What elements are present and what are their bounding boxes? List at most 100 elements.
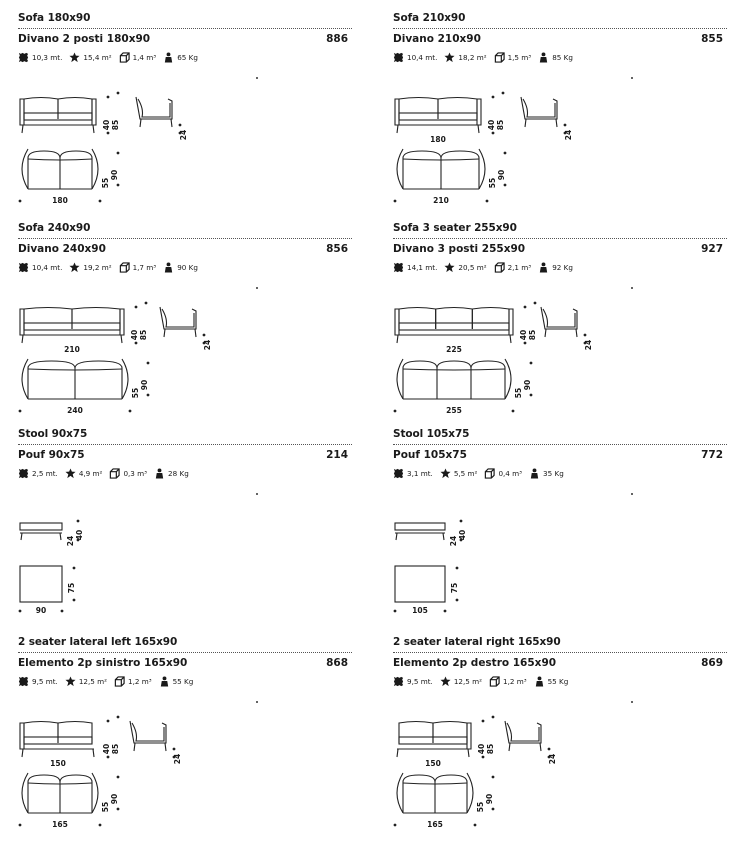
dimension-dot	[76, 538, 80, 542]
dimension-dot	[106, 719, 110, 723]
dotted-divider	[393, 444, 727, 445]
stool-plan	[394, 565, 446, 603]
leg	[396, 124, 399, 134]
dimension-dot	[503, 151, 507, 155]
dimension-dot	[72, 566, 76, 570]
dimension-dot	[18, 409, 22, 413]
volume-box-icon	[494, 52, 505, 63]
dimension-dot	[529, 393, 533, 397]
leg	[170, 118, 173, 128]
spec-weight-value: 35 Kg	[543, 469, 564, 478]
leg	[194, 328, 197, 338]
dim-seat-height: 24	[66, 536, 75, 546]
spec-volume: 1,7 m³	[119, 262, 156, 273]
dim-total-height: 85	[528, 330, 537, 340]
leg	[21, 124, 24, 134]
arm-plan	[396, 772, 404, 814]
side-cushion	[131, 722, 165, 742]
leg	[395, 532, 398, 541]
dimension-dot	[146, 361, 150, 365]
dimension-dot	[523, 305, 527, 309]
marker-dot	[256, 701, 258, 703]
product-code: 855	[701, 33, 723, 45]
weight-person-icon	[540, 262, 548, 273]
leg	[477, 124, 480, 134]
spec-volume-value: 1,4 m³	[132, 53, 157, 62]
back-cushion	[23, 96, 59, 119]
product-card: 2 seater lateral right 165x90 Elemento 2…	[393, 636, 727, 841]
dotted-divider	[18, 444, 352, 445]
arm-plan	[504, 358, 512, 400]
spec-leather: 5,5 m²	[440, 468, 477, 479]
dim-seat-height: 24	[203, 340, 212, 350]
title-english: Sofa 240x90	[18, 222, 91, 234]
dim-plan-depth: 75	[450, 583, 459, 593]
spec-weight-value: 85 Kg	[552, 53, 573, 62]
product-code: 927	[701, 243, 723, 255]
dimension-dot	[116, 807, 120, 811]
dim-plan-width: 255	[446, 406, 462, 415]
back-cushion	[57, 96, 93, 119]
dim-plan-depth: 90	[110, 794, 119, 804]
back-cushion	[437, 96, 478, 119]
spec-volume-value: 0,3 m³	[123, 469, 148, 478]
dimension-dot	[116, 91, 120, 95]
leg	[442, 532, 445, 541]
title-english: 2 seater lateral right 165x90	[393, 636, 561, 648]
leg	[555, 118, 558, 128]
spec-weight: 35 Kg	[529, 468, 564, 479]
marker-dot	[631, 701, 633, 703]
dim-total-height: 85	[496, 120, 505, 130]
seat-cushion	[398, 322, 510, 331]
spec-weight: 85 Kg	[538, 52, 573, 63]
left-arm	[394, 308, 400, 336]
dim-plan-depth: 90	[485, 794, 494, 804]
leg	[139, 118, 142, 128]
spec-leather: 15,4 m²	[69, 52, 112, 63]
side-frame	[540, 306, 578, 330]
product-code: 214	[326, 449, 348, 461]
spec-row: 10,3 mt. 15,4 m² 1,4 m³ 65 Kg	[18, 52, 205, 63]
spec-fabric: 3,1 mt.	[393, 468, 433, 479]
right-arm	[466, 722, 472, 750]
product-card: Sofa 240x90 Divano 240x90 856 10,4 mt. 1…	[18, 222, 352, 427]
back-cushion-plan	[27, 774, 61, 783]
weight-person-icon	[165, 262, 173, 273]
title-english: 2 seater lateral left 165x90	[18, 636, 178, 648]
title-italian: Elemento 2p destro 165x90	[393, 657, 557, 669]
spec-volume-value: 0,4 m³	[498, 469, 523, 478]
dimension-dot	[485, 199, 489, 203]
dimension-dot	[18, 823, 22, 827]
fabric-swatch-icon	[18, 262, 29, 273]
dimension-dot	[473, 823, 477, 827]
title-italian: Pouf 90x75	[18, 449, 85, 461]
weight-person-icon	[155, 468, 164, 479]
dim-seat-depth-plan: 55	[101, 178, 110, 188]
product-card: Sofa 180x90 Divano 2 posti 180x90 886 10…	[18, 12, 352, 217]
dim-seat-height: 24	[564, 130, 573, 140]
dim-seat-depth-plan: 55	[476, 802, 485, 812]
spec-weight: 92 Kg	[538, 262, 573, 273]
dim-front-width: 150	[50, 759, 66, 768]
spec-weight: 55 Kg	[159, 676, 193, 687]
dimension-dot	[529, 361, 533, 365]
back-cushion-plan	[27, 150, 61, 159]
dim-seat-height: 24	[173, 754, 182, 764]
dimension-dot	[547, 755, 551, 759]
product-code: 868	[326, 657, 348, 669]
spec-leather: 12,5 m²	[440, 676, 482, 687]
marker-dot	[631, 287, 633, 289]
leg	[524, 118, 527, 128]
side-cushion	[161, 308, 195, 328]
seat-edge	[27, 782, 93, 785]
spec-leather: 12,5 m²	[65, 676, 107, 687]
left-arm	[19, 722, 25, 750]
dimension-dot	[393, 409, 397, 413]
marker-dot	[256, 287, 258, 289]
arm-plan	[478, 148, 486, 190]
dotted-divider	[393, 652, 727, 653]
spec-volume: 1,5 m³	[494, 52, 531, 63]
